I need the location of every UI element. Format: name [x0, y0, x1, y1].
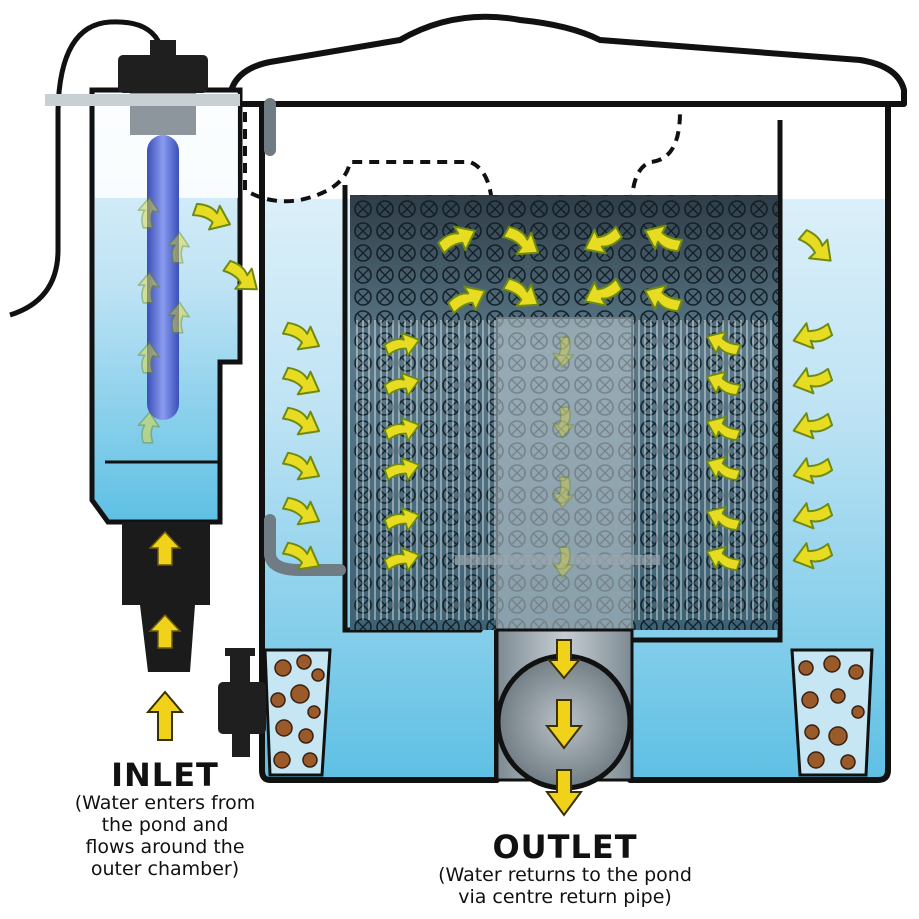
curved-arrow-icon: [137, 271, 161, 304]
curved-arrow-icon: [706, 416, 742, 441]
curved-arrow-icon: [792, 412, 834, 440]
outlet-desc-2: via centre return pipe): [458, 886, 672, 908]
curved-arrow-icon: [137, 411, 161, 444]
air-gap: [265, 107, 885, 199]
gravel-right: [790, 648, 874, 777]
tank-lid: [229, 13, 907, 107]
uv-lamp-cap: [118, 55, 208, 93]
curved-arrow-icon: [383, 457, 421, 482]
curved-arrow-icon: [706, 506, 742, 531]
curved-arrow-icon: [706, 456, 742, 481]
filter-brushes-right: [630, 320, 775, 620]
curved-arrow-icon: [502, 225, 540, 256]
curved-arrow-icon: [792, 367, 834, 395]
inlet-desc-4: outer chamber): [90, 858, 240, 880]
curved-arrow-icon: [281, 366, 321, 396]
flow-arrows: [137, 196, 834, 579]
dashed-baffle: [243, 111, 682, 206]
curved-arrow-icon: [644, 284, 684, 313]
curved-arrow-icon: [383, 507, 421, 532]
curved-arrow-icon: [383, 417, 421, 442]
curved-arrow-icon: [706, 546, 742, 571]
inlet-label: INLET (Water enters from the pond and fl…: [40, 758, 290, 880]
curved-arrow-icon: [222, 259, 258, 291]
outlet-title: OUTLET: [492, 828, 638, 866]
curved-arrow-icon: [447, 285, 487, 315]
outlet-desc-1: (Water returns to the pond: [438, 864, 692, 886]
gravel-left: [263, 648, 332, 777]
curved-arrow-icon: [551, 406, 575, 439]
up-arrow-icon: [145, 690, 185, 741]
curved-arrow-icon: [383, 332, 421, 357]
curved-arrow-icon: [706, 331, 742, 356]
outlet-label: OUTLET (Water returns to the pond via ce…: [400, 830, 730, 908]
curved-arrow-icon: [191, 202, 231, 231]
curved-arrow-icon: [137, 196, 161, 229]
curved-arrow-icon: [137, 341, 161, 374]
filter-media-column: [350, 195, 778, 649]
down-arrow-icon: [544, 699, 584, 750]
inlet-arrows: [145, 530, 185, 741]
curved-arrow-icon: [583, 277, 623, 307]
up-arrow-icon: [148, 613, 182, 649]
curved-arrow-icon: [167, 301, 191, 334]
curved-arrow-icon: [281, 541, 321, 571]
curved-arrow-icon: [281, 451, 321, 481]
curved-arrow-icon: [792, 542, 834, 570]
power-cable: [9, 19, 163, 318]
curved-arrow-icon: [551, 336, 575, 369]
curved-arrow-icon: [792, 457, 834, 485]
inlet-desc-3: flows around the: [85, 836, 245, 858]
curved-arrow-icon: [502, 277, 540, 308]
inlet-desc-2: the pond and: [101, 814, 229, 836]
curved-arrow-icon: [797, 229, 832, 262]
curved-arrow-icon: [383, 372, 421, 397]
curved-arrow-icon: [281, 496, 321, 526]
uv-lamp-tube: [147, 135, 179, 420]
down-arrow-icon: [545, 769, 583, 817]
centre-return-pipe: [496, 317, 633, 649]
curved-arrow-icon: [551, 546, 575, 579]
curved-arrow-icon: [792, 502, 834, 530]
curved-arrow-icon: [281, 321, 321, 351]
filter-brushes-left: [352, 320, 497, 620]
curved-arrow-icon: [551, 476, 575, 509]
drain-valve: [218, 648, 266, 757]
curved-arrow-icon: [437, 225, 477, 255]
curved-arrow-icon: [644, 224, 684, 253]
curved-arrow-icon: [281, 406, 321, 436]
curved-arrow-icon: [706, 371, 742, 396]
curved-arrow-icon: [792, 322, 834, 350]
curved-arrow-icon: [583, 225, 623, 255]
curved-arrow-icon: [383, 547, 421, 572]
inlet-spigot: [122, 522, 210, 672]
up-arrow-icon: [148, 530, 182, 566]
curved-arrow-icon: [167, 231, 191, 264]
outlet-arrows: [544, 639, 584, 817]
inlet-desc-1: (Water enters from: [74, 792, 256, 814]
down-arrow-icon: [546, 639, 582, 680]
uv-clarifier: [9, 19, 266, 757]
inlet-title: INLET: [111, 756, 219, 794]
